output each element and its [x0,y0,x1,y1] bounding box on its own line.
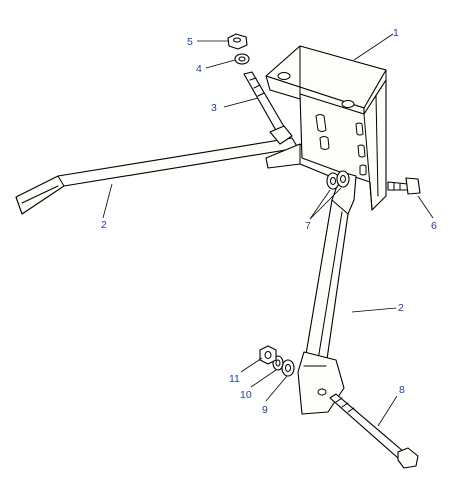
callouts: 1 2 2 3 4 5 6 7 8 9 10 11 [101,27,437,416]
bolt-part [243,71,293,145]
callout-2-upper-stay: 2 [101,219,107,231]
side-bolt-part [387,177,421,195]
spacers-part [326,170,350,190]
callout-9: 9 [262,404,268,416]
leader-lines [102,33,434,427]
stay-lower-part [297,171,357,415]
nut-part [227,33,248,50]
callout-3: 3 [211,102,217,114]
callout-11: 11 [229,373,240,385]
callout-7: 7 [305,220,311,232]
callout-1: 1 [393,27,399,39]
washer-9-part [281,359,295,377]
washer-part [234,53,250,65]
long-bolt-part [329,393,419,469]
callout-8: 8 [399,384,405,396]
callout-10: 10 [240,389,252,401]
callout-6: 6 [431,220,437,232]
mounting-bracket-part [265,45,387,211]
stay-upper-part [15,137,345,215]
callout-4: 4 [196,63,202,75]
callout-5: 5 [187,36,193,48]
callout-2-lower-stay: 2 [398,302,404,314]
nut-11-part [259,345,277,365]
